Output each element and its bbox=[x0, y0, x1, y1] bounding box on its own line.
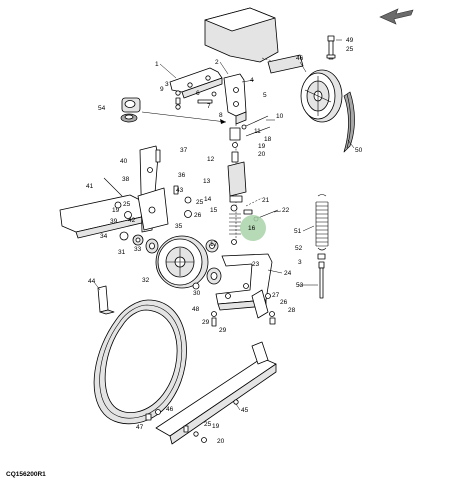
highlighted-part-marker bbox=[240, 215, 266, 241]
callout-28: 28 bbox=[288, 307, 296, 314]
hardware-26-27-28-29 bbox=[211, 293, 276, 327]
callout-6: 6 bbox=[196, 90, 200, 97]
upper-pulley bbox=[300, 69, 343, 123]
callout-21: 21 bbox=[262, 197, 270, 204]
inset-bushing-54 bbox=[120, 97, 227, 124]
callout-22: 22 bbox=[282, 207, 290, 214]
callout-32: 32 bbox=[142, 277, 150, 284]
callout-44: 44 bbox=[88, 278, 96, 285]
callout-40: 40 bbox=[120, 158, 128, 165]
callout-23: 23 bbox=[252, 261, 260, 268]
callout-26: 26 bbox=[280, 299, 288, 306]
callout-15: 15 bbox=[210, 207, 218, 214]
callout-labels: 1 2 3 4 5 6 7 8 9 10 11 12 13 14 15 16 1… bbox=[86, 37, 363, 445]
tension-column bbox=[227, 124, 247, 245]
hardware-19-39-42 bbox=[114, 201, 144, 246]
callout-48: 48 bbox=[192, 306, 200, 313]
callout-19-lower: 19 bbox=[212, 423, 220, 430]
belt-shield-45 bbox=[155, 341, 277, 445]
left-idler-bracket bbox=[59, 145, 169, 239]
callout-47: 47 bbox=[136, 424, 144, 431]
idler-bracket-24 bbox=[215, 253, 273, 319]
bolt-40 bbox=[103, 177, 123, 197]
callout-25-top: 25 bbox=[346, 46, 354, 53]
hardware-46-47-20 bbox=[145, 409, 207, 443]
callout-19-left: 19 bbox=[112, 207, 120, 214]
callout-29: 29 bbox=[219, 327, 227, 334]
callout-25-lower: 25 bbox=[204, 421, 212, 428]
callout-17: 17 bbox=[210, 241, 218, 248]
callout-25-left: 25 bbox=[123, 201, 131, 208]
callout-20-lower: 20 bbox=[217, 438, 225, 445]
callout-30: 30 bbox=[193, 290, 201, 297]
callout-2: 2 bbox=[215, 59, 219, 66]
bracket-44 bbox=[97, 285, 115, 315]
bearings-30-31-33 bbox=[145, 238, 222, 290]
callout-14: 14 bbox=[204, 196, 212, 203]
callout-39: 39 bbox=[110, 218, 118, 225]
callout-19: 19 bbox=[258, 143, 266, 150]
rods-10-11 bbox=[241, 115, 271, 137]
callout-41: 41 bbox=[86, 183, 94, 190]
callout-20: 20 bbox=[258, 151, 266, 158]
callout-50: 50 bbox=[355, 147, 363, 154]
main-pulley-32 bbox=[155, 235, 209, 289]
callout-24: 24 bbox=[284, 270, 292, 277]
callout-1: 1 bbox=[155, 61, 159, 68]
callout-9: 9 bbox=[160, 86, 164, 93]
callout-34: 34 bbox=[100, 233, 108, 240]
callout-8: 8 bbox=[219, 112, 223, 119]
callout-45: 45 bbox=[241, 407, 249, 414]
front-direction-arrow-icon bbox=[379, 8, 414, 25]
callout-54: 54 bbox=[98, 105, 106, 112]
callout-11: 11 bbox=[254, 128, 261, 135]
callout-29-left: 29 bbox=[202, 319, 210, 326]
callout-7: 7 bbox=[207, 103, 211, 110]
callout-26-left: 26 bbox=[194, 212, 202, 219]
callout-35: 35 bbox=[175, 223, 183, 230]
callout-10: 10 bbox=[276, 113, 284, 120]
diagram-code: CQ156200R1 bbox=[6, 471, 46, 478]
machine-frame bbox=[204, 7, 304, 74]
pivot-arm-2 bbox=[223, 73, 247, 125]
bolt-53 bbox=[317, 253, 326, 299]
callout-33: 33 bbox=[134, 246, 142, 253]
upper-bolt-49 bbox=[326, 35, 336, 60]
callout-46: 46 bbox=[166, 406, 174, 413]
callout-12: 12 bbox=[207, 156, 215, 163]
upper-belt-section bbox=[343, 91, 355, 153]
callout-13: 13 bbox=[203, 178, 211, 185]
callout-25: 25 bbox=[196, 199, 204, 206]
small-hardware-3-9 bbox=[175, 90, 217, 110]
callout-3: 3 bbox=[165, 81, 169, 88]
callout-31: 31 bbox=[118, 249, 126, 256]
callout-53: 53 bbox=[296, 282, 304, 289]
callout-37: 37 bbox=[180, 147, 188, 154]
callout-16: 16 bbox=[248, 225, 256, 232]
bolts-25-26 bbox=[155, 149, 192, 218]
callout-36: 36 bbox=[178, 172, 186, 179]
callout-38: 38 bbox=[122, 176, 130, 183]
callout-43: 43 bbox=[176, 187, 184, 194]
drive-belt-48 bbox=[93, 299, 187, 425]
spring-51 bbox=[315, 194, 329, 251]
callout-27: 27 bbox=[272, 292, 280, 299]
callout-42: 42 bbox=[128, 217, 136, 224]
callout-3-lower: 3 bbox=[298, 259, 302, 266]
callout-51: 51 bbox=[294, 228, 302, 235]
callout-18: 18 bbox=[264, 136, 272, 143]
leader-lines bbox=[93, 39, 355, 411]
callout-5: 5 bbox=[263, 92, 267, 99]
callout-49: 49 bbox=[346, 37, 354, 44]
callout-52: 52 bbox=[295, 245, 303, 252]
mounting-bracket-1 bbox=[169, 67, 223, 99]
callout-46-top: 46 bbox=[296, 55, 304, 62]
bolt-21-sleeve bbox=[243, 197, 263, 215]
